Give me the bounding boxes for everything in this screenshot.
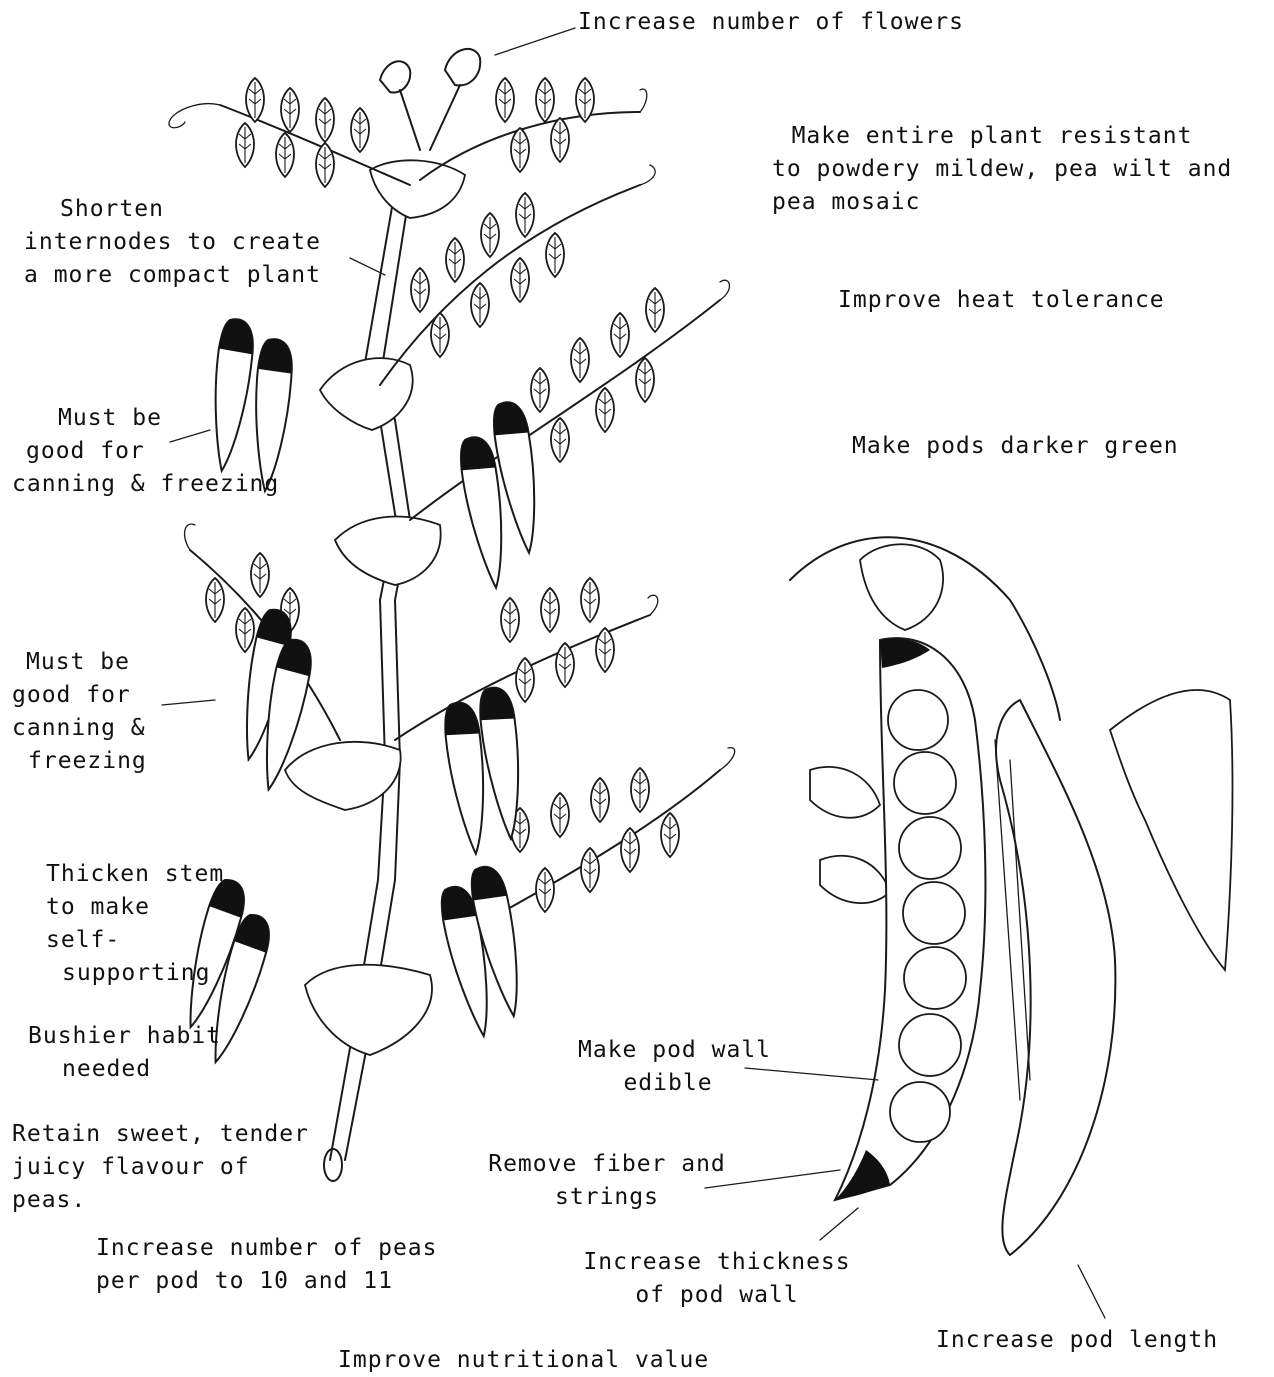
branch-4-leaves <box>395 578 658 740</box>
label-peas-per-pod: Increase number of peas per pod to 10 an… <box>96 1232 438 1298</box>
label-pod-wall-edible: Make pod wall edible <box>578 1034 758 1100</box>
label-canning-freezing-2: Must be good for canning & freezing <box>12 646 147 778</box>
label-disease-resistance: Make entire plant resistant to powdery m… <box>772 120 1232 219</box>
label-pod-length: Increase pod length <box>936 1324 1218 1357</box>
label-canning-freezing-1: Must be good for canning & freezing <box>12 402 279 501</box>
open-pod-illustration <box>790 537 1232 1255</box>
label-increase-flowers: Increase number of flowers <box>578 6 964 39</box>
label-heat-tolerance: Improve heat tolerance <box>838 284 1165 317</box>
label-darker-green: Make pods darker green <box>852 430 1179 463</box>
label-nutritional-value: Improve nutritional value <box>338 1344 709 1377</box>
label-bushier-habit: Bushier habit needed <box>28 1020 221 1086</box>
branch-3-leaves <box>410 280 729 520</box>
label-thicken-stem: Thicken stem to make self- supporting <box>46 858 224 990</box>
stipules <box>285 160 465 1055</box>
label-retain-flavour: Retain sweet, tender juicy flavour of pe… <box>12 1118 309 1217</box>
label-shorten-internodes: Shorten internodes to create a more comp… <box>24 193 354 292</box>
label-remove-fiber: Remove fiber and strings <box>482 1148 732 1214</box>
label-pod-wall-thickness: Increase thickness of pod wall <box>582 1246 852 1312</box>
